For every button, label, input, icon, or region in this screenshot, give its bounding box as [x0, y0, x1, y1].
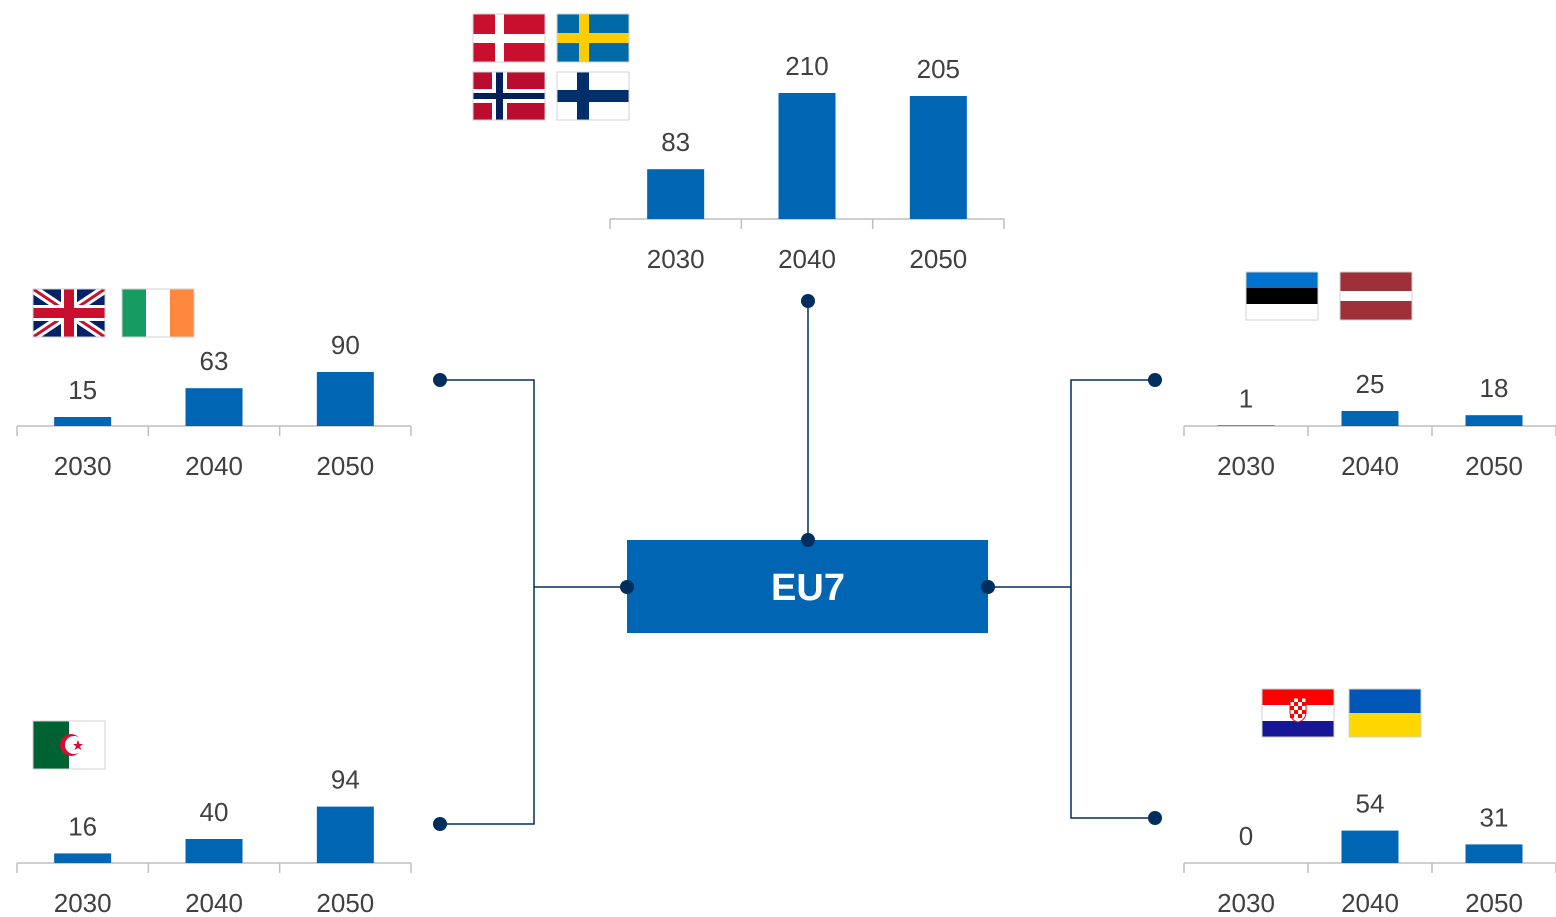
dot-algeria	[433, 817, 447, 831]
x-tick-label-2030: 2030	[54, 888, 112, 917]
bar-2040	[185, 839, 243, 863]
bar-2040	[185, 388, 243, 426]
connector-west	[440, 379, 535, 825]
dot-uk-ireland	[433, 373, 447, 387]
bar-2040	[778, 93, 836, 219]
x-tick-label-2040: 2040	[185, 451, 243, 481]
bar-chart-uk-ireland: 15 2030 63 2040 90 2050	[16, 330, 412, 481]
data-label-2040: 54	[1356, 789, 1385, 819]
bar-chart-baltic: 1 2030 25 2040 18 2050	[1183, 369, 1556, 481]
hub-box	[627, 540, 988, 633]
data-label-2030: 15	[68, 375, 97, 405]
bar-2040	[1341, 411, 1399, 426]
x-tick-label-2030: 2030	[1217, 451, 1275, 481]
connector-lines	[440, 301, 1155, 825]
x-tick-label-2050: 2050	[316, 888, 374, 917]
dot-hub-left	[620, 580, 634, 594]
norway-flag	[472, 71, 546, 121]
bar-2050	[909, 96, 967, 219]
x-tick-label-2050: 2050	[909, 244, 967, 274]
data-label-2050: 18	[1480, 373, 1509, 403]
x-tick-label-2050: 2050	[1465, 888, 1523, 917]
data-label-2040: 40	[200, 797, 229, 827]
data-label-2050: 205	[917, 54, 960, 84]
data-label-2040: 210	[785, 51, 828, 81]
bar-2030	[1217, 425, 1275, 426]
x-tick-label-2050: 2050	[316, 451, 374, 481]
x-tick-label-2030: 2030	[647, 244, 705, 274]
estonia-flag	[1245, 271, 1319, 321]
bar-2050	[316, 806, 374, 863]
united-kingdom-flag	[32, 288, 106, 338]
data-label-2040: 63	[200, 346, 229, 376]
x-tick-label-2040: 2040	[1341, 451, 1399, 481]
bar-charts: 8320302102040205205015203063204090205016…	[16, 51, 1556, 917]
data-label-2030: 16	[68, 811, 97, 841]
data-label-2030: 0	[1239, 821, 1253, 851]
x-tick-label-2040: 2040	[778, 244, 836, 274]
bar-chart-croatia-ukraine: 0 2030 54 2040 31 2050	[1183, 789, 1556, 917]
flags	[32, 13, 1422, 770]
data-label-2050: 90	[331, 330, 360, 360]
ukraine-flag	[1348, 688, 1422, 738]
dot-croatia-ukraine	[1148, 811, 1162, 825]
connector-east	[1070, 379, 1155, 819]
data-label-2030: 83	[661, 127, 690, 157]
hub-label: EU7	[771, 567, 845, 609]
bar-chart-nordic: 83 2030 210 2040 205 2050	[609, 51, 1005, 274]
x-tick-label-2030: 2030	[1217, 888, 1275, 917]
bar-2030	[54, 853, 112, 863]
connector-dots	[433, 294, 1162, 831]
bar-2040	[1341, 830, 1399, 863]
finland-flag	[556, 71, 630, 121]
bar-2050	[1465, 415, 1523, 426]
x-tick-label-2040: 2040	[185, 888, 243, 917]
algeria-flag	[32, 720, 106, 770]
dot-hub-right	[981, 580, 995, 594]
bar-2050	[316, 372, 374, 426]
dot-hub-top	[801, 533, 815, 547]
latvia-flag	[1339, 271, 1413, 321]
sweden-flag	[556, 13, 630, 63]
data-label-2030: 1	[1239, 383, 1253, 413]
data-label-2040: 25	[1356, 369, 1385, 399]
x-tick-label-2040: 2040	[1341, 888, 1399, 917]
croatia-flag	[1261, 688, 1335, 738]
bar-2030	[647, 169, 705, 219]
dot-baltic	[1148, 373, 1162, 387]
dot-nordic	[801, 294, 815, 308]
denmark-flag	[472, 13, 546, 63]
x-tick-label-2050: 2050	[1465, 451, 1523, 481]
ireland-flag	[121, 288, 195, 338]
bar-chart-algeria: 16 2030 40 2040 94 2050	[16, 765, 412, 917]
data-label-2050: 94	[331, 765, 360, 795]
x-tick-label-2030: 2030	[54, 451, 112, 481]
hub-node: EU7	[627, 540, 988, 633]
bar-2030	[54, 417, 112, 426]
bar-2050	[1465, 844, 1523, 863]
data-label-2050: 31	[1480, 802, 1509, 832]
